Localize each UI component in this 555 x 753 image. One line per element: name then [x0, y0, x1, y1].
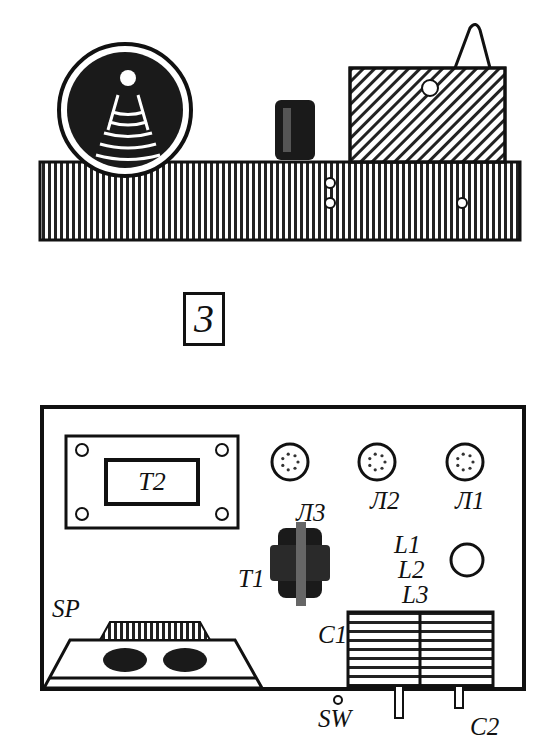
capacitor-label: C1	[318, 622, 347, 647]
speaker-label: SP	[52, 596, 80, 621]
transformer-box: T2	[104, 458, 200, 506]
switch-label: SW	[318, 706, 351, 731]
lamp-label: Л2	[370, 488, 399, 513]
coil-label: L2	[398, 557, 424, 582]
lamp-label: Л3	[296, 500, 325, 525]
node-text: 3	[194, 299, 214, 339]
transformer-label: T1	[238, 566, 264, 591]
coil-label: L3	[402, 582, 428, 607]
node-text: T2	[138, 469, 165, 495]
lamp-label: Л1	[455, 488, 484, 513]
capacitor-label: C2	[470, 714, 499, 739]
coil-label: L1	[394, 532, 420, 557]
figure-number-box: 3	[183, 292, 225, 346]
